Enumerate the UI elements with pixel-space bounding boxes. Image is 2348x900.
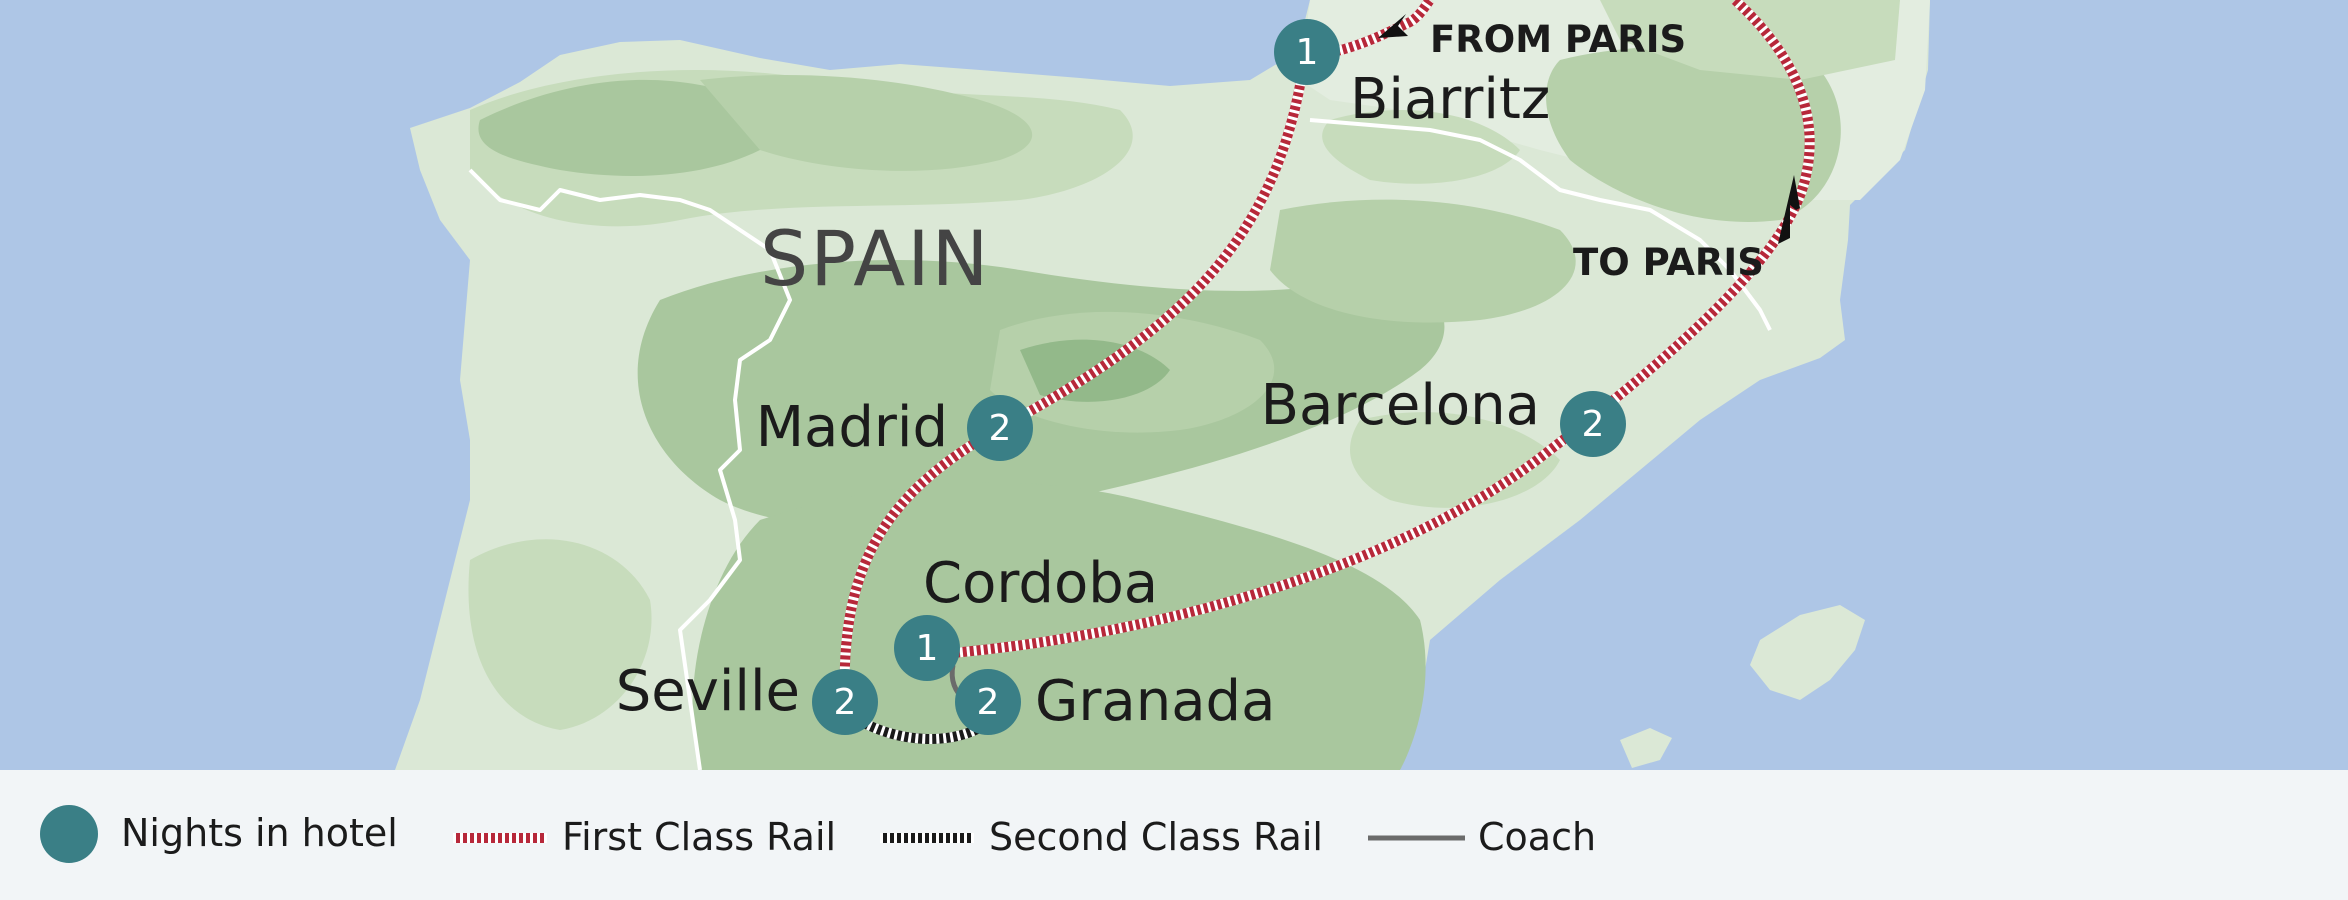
city-cordoba: 1 Cordoba	[894, 551, 1158, 681]
mallorca-island	[1750, 605, 1865, 700]
legend-hotel-label: Nights in hotel	[121, 811, 398, 855]
legend-second-class-label: Second Class Rail	[989, 815, 1323, 859]
city-barcelona: 2 Barcelona	[1261, 373, 1626, 457]
arrow-from-paris-icon	[1378, 14, 1408, 38]
ibiza-island	[1620, 728, 1672, 768]
city-biarritz: 1 Biarritz	[1274, 19, 1550, 132]
legend-first-class-label: First Class Rail	[562, 815, 836, 859]
city-granada: 2 Granada	[955, 669, 1275, 735]
city-name: Granada	[1035, 669, 1275, 734]
from-paris-label: FROM PARIS	[1430, 18, 1686, 61]
borders	[468, 118, 1772, 771]
hotel-nights: 2	[1582, 404, 1605, 445]
legend: Nights in hotel First Class Rail Second …	[0, 770, 2348, 900]
city-name: Madrid	[756, 395, 948, 460]
hotel-marker	[1274, 19, 1340, 85]
country-label: SPAIN	[760, 214, 990, 303]
hotel-marker	[1560, 391, 1626, 457]
legend-coach-label: Coach	[1478, 815, 1596, 859]
city-name: Cordoba	[923, 551, 1158, 616]
city-name: Seville	[616, 659, 800, 724]
arrow-to-paris-icon	[1778, 175, 1800, 244]
legend-hotel-swatch	[40, 805, 98, 863]
hotel-marker	[894, 615, 960, 681]
city-madrid: 2 Madrid	[756, 395, 1033, 461]
city-seville: 2 Seville	[616, 659, 878, 735]
hotel-marker	[955, 669, 1021, 735]
hotel-nights: 2	[989, 408, 1012, 449]
hotel-marker	[812, 669, 878, 735]
to-paris-label: TO PARIS	[1573, 241, 1764, 284]
hotel-nights: 1	[916, 628, 939, 669]
hotel-nights: 1	[1296, 32, 1319, 73]
legend-background	[0, 770, 2348, 900]
hotel-nights: 2	[977, 682, 1000, 723]
city-name: Barcelona	[1261, 373, 1540, 438]
city-name: Biarritz	[1350, 67, 1550, 132]
hotel-nights: 2	[834, 682, 857, 723]
hotel-marker	[967, 395, 1033, 461]
